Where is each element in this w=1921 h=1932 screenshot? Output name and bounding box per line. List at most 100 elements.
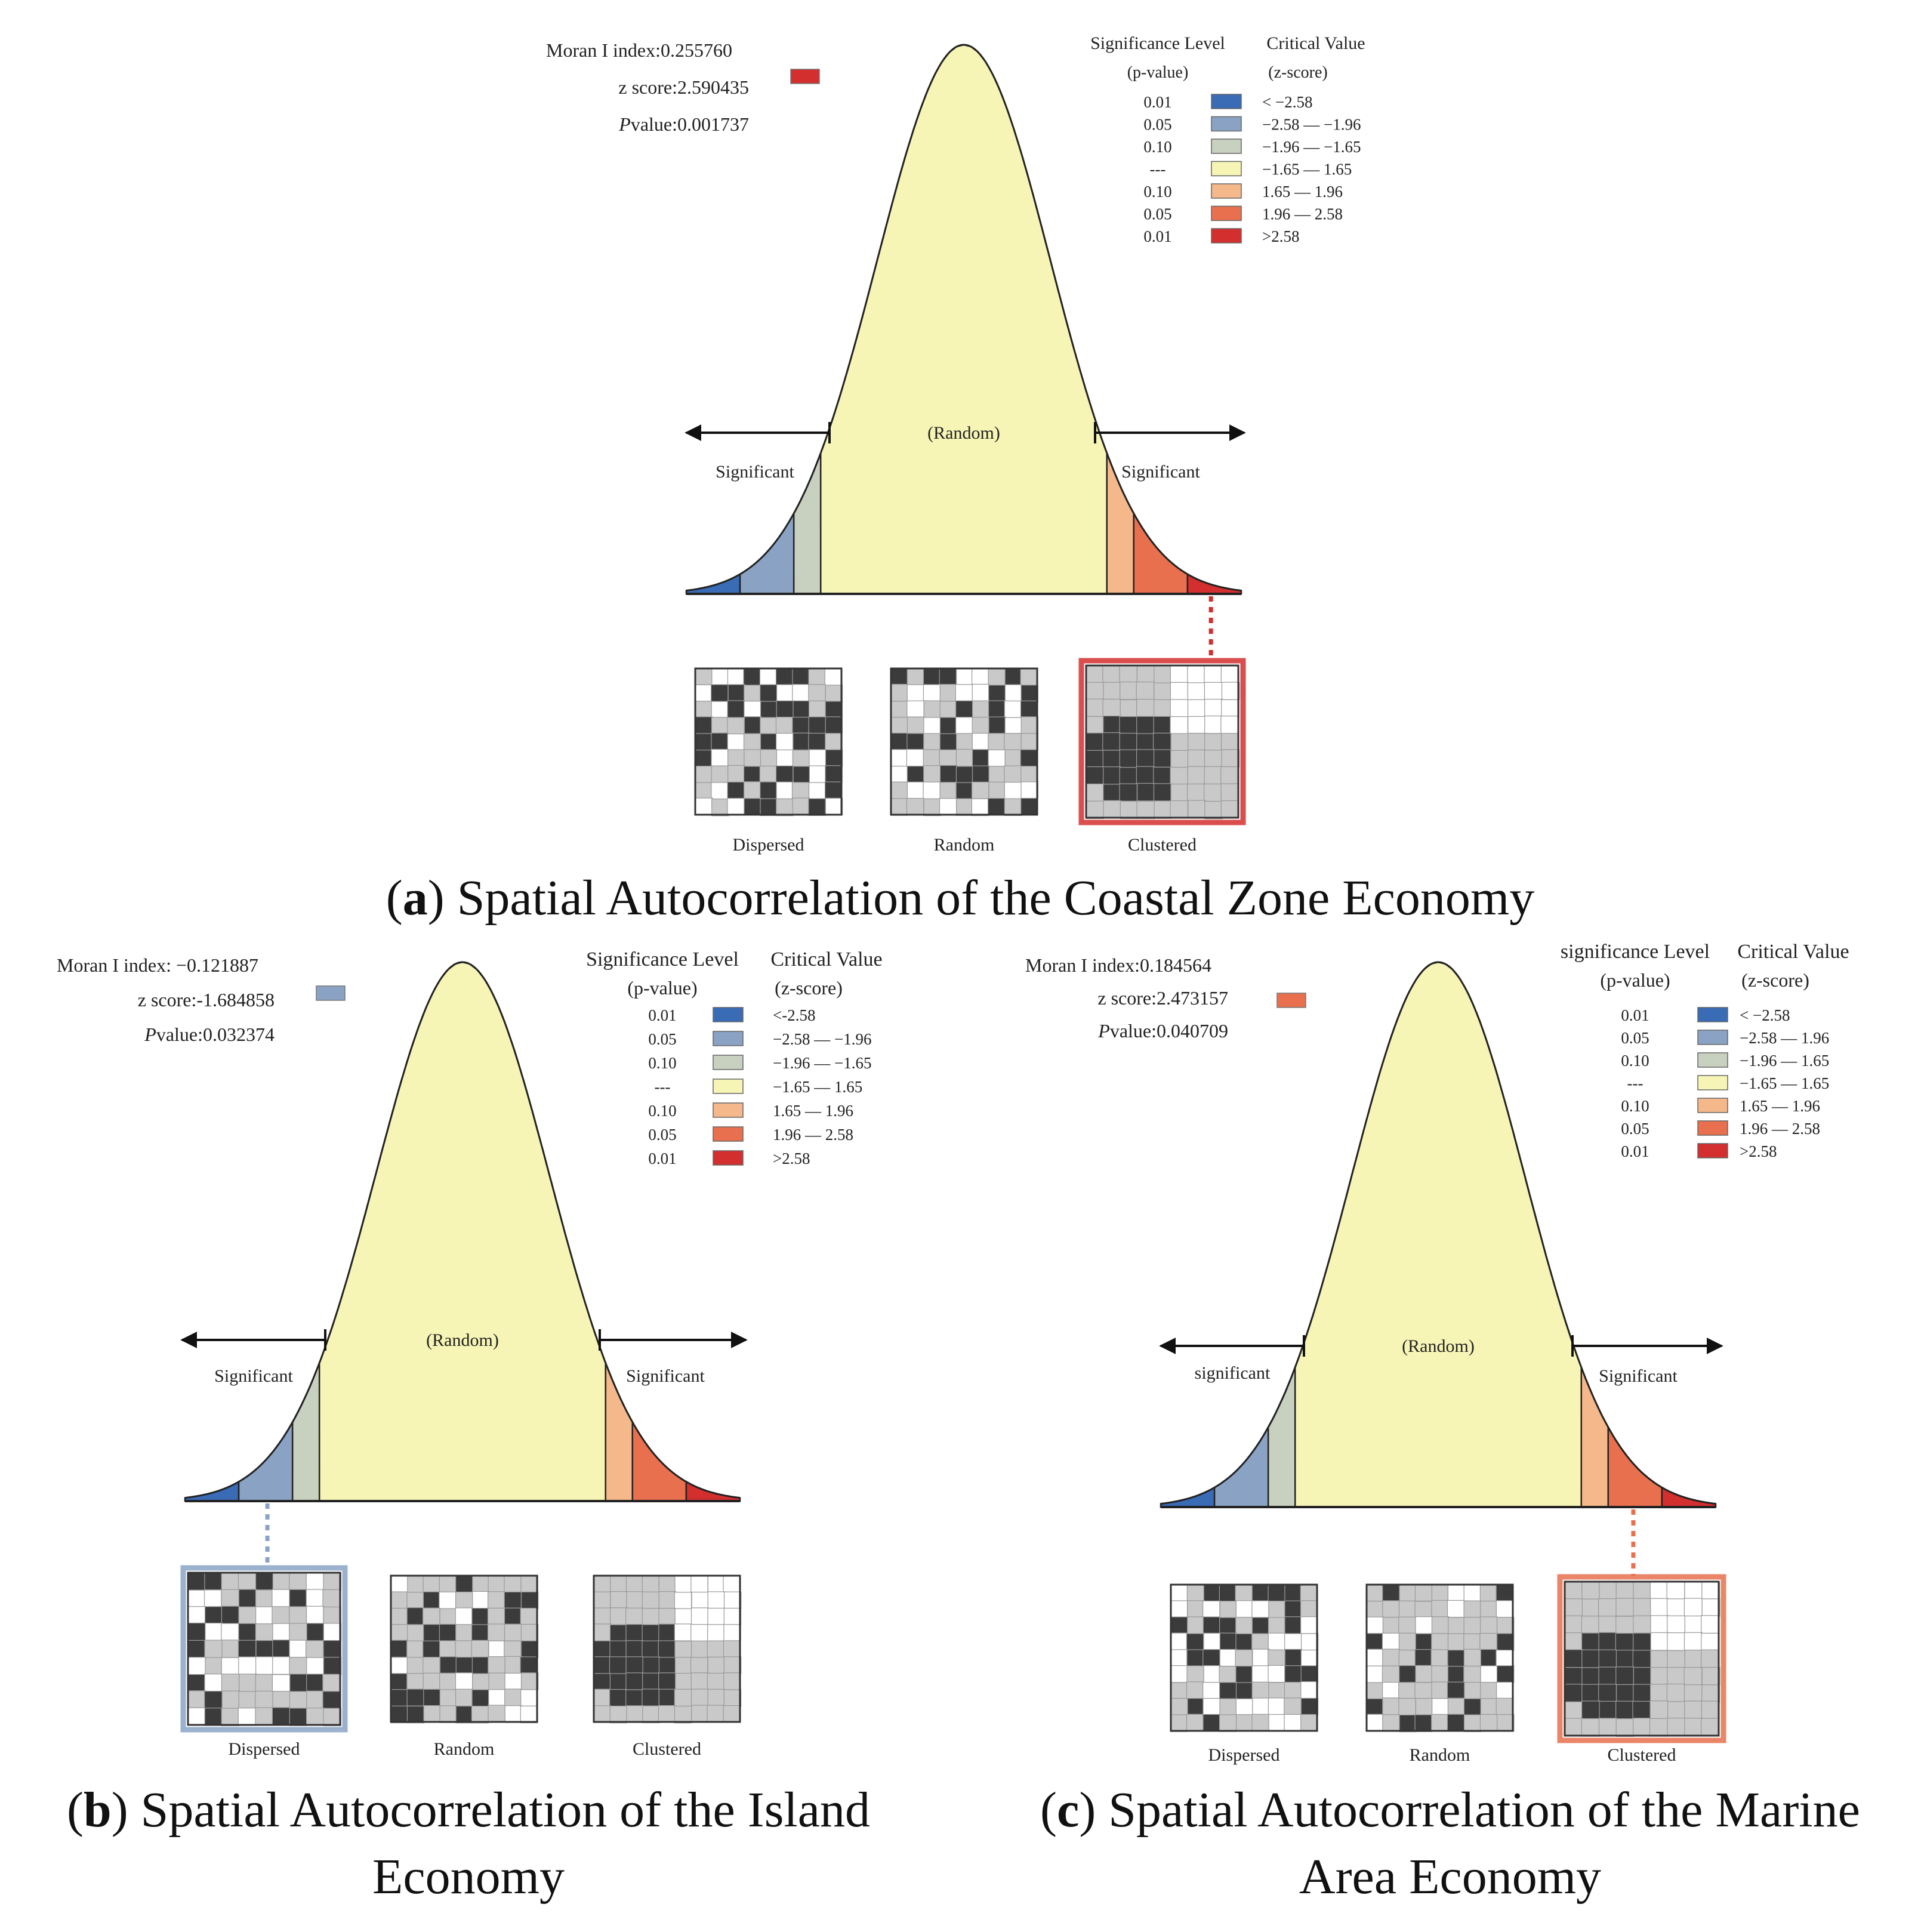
map-region xyxy=(1268,1697,1286,1715)
map-region xyxy=(255,1690,273,1709)
map-region xyxy=(255,1606,274,1625)
map-region xyxy=(255,1572,274,1591)
map-region xyxy=(1667,1615,1686,1634)
legend-swatch xyxy=(1697,1143,1728,1158)
legend-pvalue: 0.05 xyxy=(1621,1029,1649,1047)
map-region xyxy=(760,733,778,751)
map-region xyxy=(204,1640,223,1658)
map-region xyxy=(658,1688,677,1707)
map-region xyxy=(890,683,908,702)
map-region xyxy=(743,766,761,784)
map-region xyxy=(406,1592,424,1610)
map-region xyxy=(1581,1649,1601,1668)
map-region xyxy=(1085,732,1104,751)
map-region xyxy=(674,1592,692,1610)
map-region xyxy=(322,1589,341,1608)
map-region xyxy=(690,1640,709,1659)
map-region xyxy=(1382,1584,1400,1602)
map-region xyxy=(1020,766,1038,784)
legend-swatch xyxy=(1697,1075,1728,1090)
caption-letter: a xyxy=(403,870,428,926)
caption-text: ) Spatial Autocorrelation of the Coastal… xyxy=(428,870,1535,926)
legend-zrange: >2.58 xyxy=(773,1150,810,1167)
map-region xyxy=(1103,715,1121,734)
map-region xyxy=(1154,682,1172,701)
legend-swatch xyxy=(1211,161,1242,177)
map-region xyxy=(1170,699,1189,717)
map-region xyxy=(793,732,810,750)
legend-pvalue: 0.05 xyxy=(1143,116,1171,134)
map-region xyxy=(1684,1581,1703,1600)
map-region xyxy=(1415,1665,1433,1683)
map-region xyxy=(906,668,925,686)
map-region xyxy=(1496,1617,1515,1635)
map-region xyxy=(504,1656,523,1674)
map-region xyxy=(1136,800,1155,819)
map-region xyxy=(809,700,827,719)
map-region xyxy=(825,716,843,734)
caption-line: (a) Spatial Autocorrelation of the Coast… xyxy=(386,870,1535,926)
curve-bin-6 xyxy=(1186,572,1242,595)
map-region xyxy=(1187,1697,1205,1716)
map-region xyxy=(1153,783,1172,802)
map-region xyxy=(471,1656,490,1675)
map-region xyxy=(1136,733,1155,751)
map-region xyxy=(204,1572,223,1591)
map-region xyxy=(1284,1583,1302,1602)
map-label-random: Random xyxy=(434,1739,495,1759)
map-region xyxy=(972,700,990,719)
map-region xyxy=(221,1606,240,1625)
map-region xyxy=(439,1705,457,1723)
result-swatch xyxy=(316,985,346,1001)
map-region xyxy=(625,1640,643,1658)
map-region xyxy=(323,1623,342,1641)
legend-pvalue: 0.01 xyxy=(1143,227,1171,245)
map-region xyxy=(1204,783,1222,802)
map-region xyxy=(1268,1632,1286,1651)
map-region xyxy=(1649,1700,1669,1720)
map-region xyxy=(1431,1665,1449,1683)
map-region xyxy=(1598,1616,1617,1635)
map-region xyxy=(289,1691,308,1709)
map-region xyxy=(504,1607,522,1626)
map-region xyxy=(723,1672,741,1690)
map-region xyxy=(626,1591,644,1609)
map-region xyxy=(1235,1600,1254,1618)
map-region xyxy=(723,1624,741,1642)
map-region xyxy=(390,1673,408,1691)
map-region xyxy=(593,1656,611,1674)
map-region xyxy=(406,1705,425,1724)
map-region xyxy=(1701,1666,1720,1686)
legend-swatch xyxy=(1697,1030,1728,1045)
map-region xyxy=(1187,1616,1205,1634)
map-region xyxy=(1300,1600,1318,1618)
map-region xyxy=(808,798,826,816)
map-region xyxy=(1252,1697,1270,1715)
map-region xyxy=(455,1591,473,1610)
map-region xyxy=(642,1575,659,1593)
map-region xyxy=(1598,1649,1617,1668)
legend-pvalue: 0.05 xyxy=(648,1030,676,1048)
map-region xyxy=(1463,1633,1481,1651)
map-region xyxy=(455,1672,473,1690)
map-region xyxy=(792,797,810,815)
map-region xyxy=(988,668,1006,686)
map-highlight-frame xyxy=(1557,1574,1726,1743)
map-region xyxy=(1447,1714,1465,1732)
map-region xyxy=(1186,1649,1204,1667)
legend-zrange: −2.58 — −1.96 xyxy=(773,1030,871,1048)
map-label-clustered: Clustered xyxy=(1608,1745,1676,1765)
map-region xyxy=(390,1591,408,1609)
map-region xyxy=(238,1640,257,1659)
map-region xyxy=(1581,1598,1601,1617)
map-region xyxy=(642,1624,660,1642)
curve-bin-0 xyxy=(685,572,741,595)
legend-swatch xyxy=(1211,205,1242,221)
map-region xyxy=(1020,668,1038,686)
map-region xyxy=(1382,1648,1400,1666)
map-region xyxy=(1615,1616,1634,1635)
map-region xyxy=(1119,783,1137,802)
map-region xyxy=(707,1591,726,1609)
